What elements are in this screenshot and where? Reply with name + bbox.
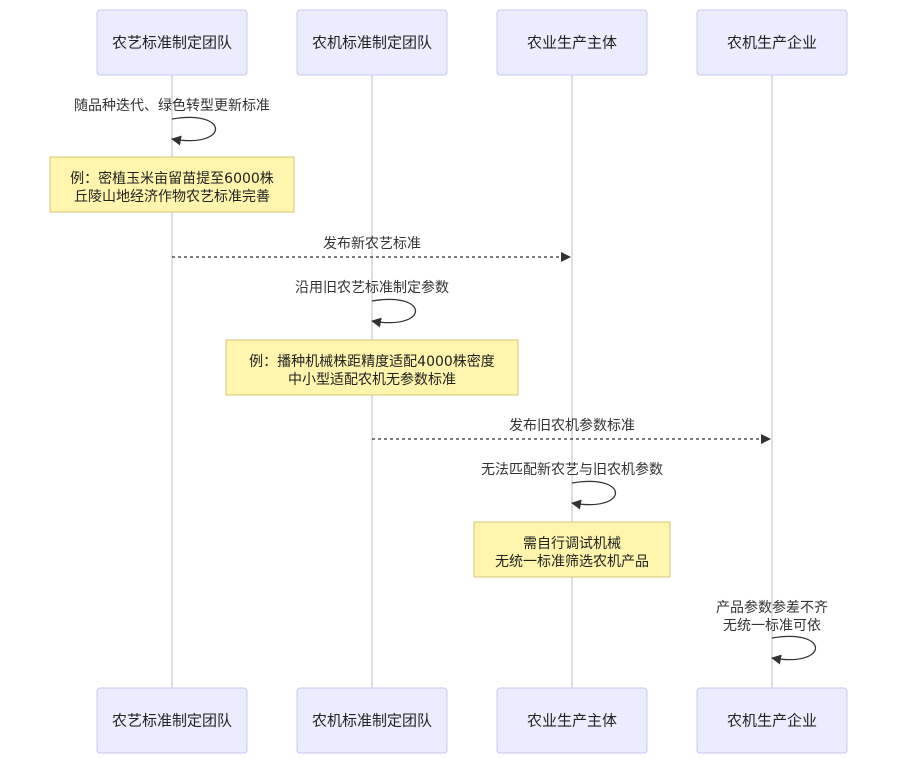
message-label: 发布新农艺标准 xyxy=(323,236,421,252)
actor-label: 农业生产主体 xyxy=(527,712,617,730)
note-machinery-example: 例：播种机械株距精度适配4000株密度 中小型适配农机无参数标准 xyxy=(225,339,519,396)
actor-bottom-manufacturer: 农机生产企业 xyxy=(696,687,848,754)
note-line: 例：播种机械株距精度适配4000株密度 xyxy=(249,353,495,370)
message-label: 随品种迭代、绿色转型更新标准 xyxy=(74,97,270,114)
actor-label: 农艺标准制定团队 xyxy=(112,34,232,52)
message-publish-old-machinery-standard: 发布旧农机参数标准 xyxy=(372,417,771,444)
actor-label: 农艺标准制定团队 xyxy=(112,712,232,730)
self-message-use-old-standard: 沿用旧农艺标准制定参数 xyxy=(295,279,449,328)
note-agronomy-example: 例：密植玉米亩留苗提至6000株 丘陵山地经济作物农艺标准完善 xyxy=(49,156,295,213)
actor-top-producer: 农业生产主体 xyxy=(496,9,648,76)
actor-top-agronomy-team: 农艺标准制定团队 xyxy=(96,9,248,76)
actor-bottom-producer: 农业生产主体 xyxy=(496,687,648,754)
actor-label: 农机生产企业 xyxy=(727,712,817,730)
self-message-update-standard: 随品种迭代、绿色转型更新标准 xyxy=(74,97,270,146)
note-line: 例：密植玉米亩留苗提至6000株 xyxy=(70,170,274,187)
note-line: 中小型适配农机无参数标准 xyxy=(288,371,456,388)
message-publish-new-agronomy-standard: 发布新农艺标准 xyxy=(172,236,571,262)
self-message-uneven-parameters: 产品参数参差不齐 无统一标准可依 xyxy=(716,599,828,665)
note-producer-consequence: 需自行调试机械 无统一标准筛选农机产品 xyxy=(473,521,671,578)
actor-bottom-agronomy-team: 农艺标准制定团队 xyxy=(96,687,248,754)
actor-top-machinery-team: 农机标准制定团队 xyxy=(296,9,448,76)
message-label: 无法匹配新农艺与旧农机参数 xyxy=(481,461,663,478)
message-label: 产品参数参差不齐 xyxy=(716,599,828,616)
message-label: 发布旧农机参数标准 xyxy=(509,417,635,434)
actor-label: 农业生产主体 xyxy=(527,34,617,52)
message-label: 沿用旧农艺标准制定参数 xyxy=(295,279,449,296)
actor-label: 农机标准制定团队 xyxy=(312,34,432,52)
note-line: 无统一标准筛选农机产品 xyxy=(495,554,649,570)
actor-label: 农机标准制定团队 xyxy=(312,712,432,730)
actor-label: 农机生产企业 xyxy=(727,34,817,52)
self-message-mismatch: 无法匹配新农艺与旧农机参数 xyxy=(481,461,663,510)
note-line: 丘陵山地经济作物农艺标准完善 xyxy=(74,189,270,205)
actor-top-manufacturer: 农机生产企业 xyxy=(696,9,848,76)
actor-bottom-machinery-team: 农机标准制定团队 xyxy=(296,687,448,754)
message-label: 无统一标准可依 xyxy=(723,618,821,634)
note-line: 需自行调试机械 xyxy=(523,536,621,552)
